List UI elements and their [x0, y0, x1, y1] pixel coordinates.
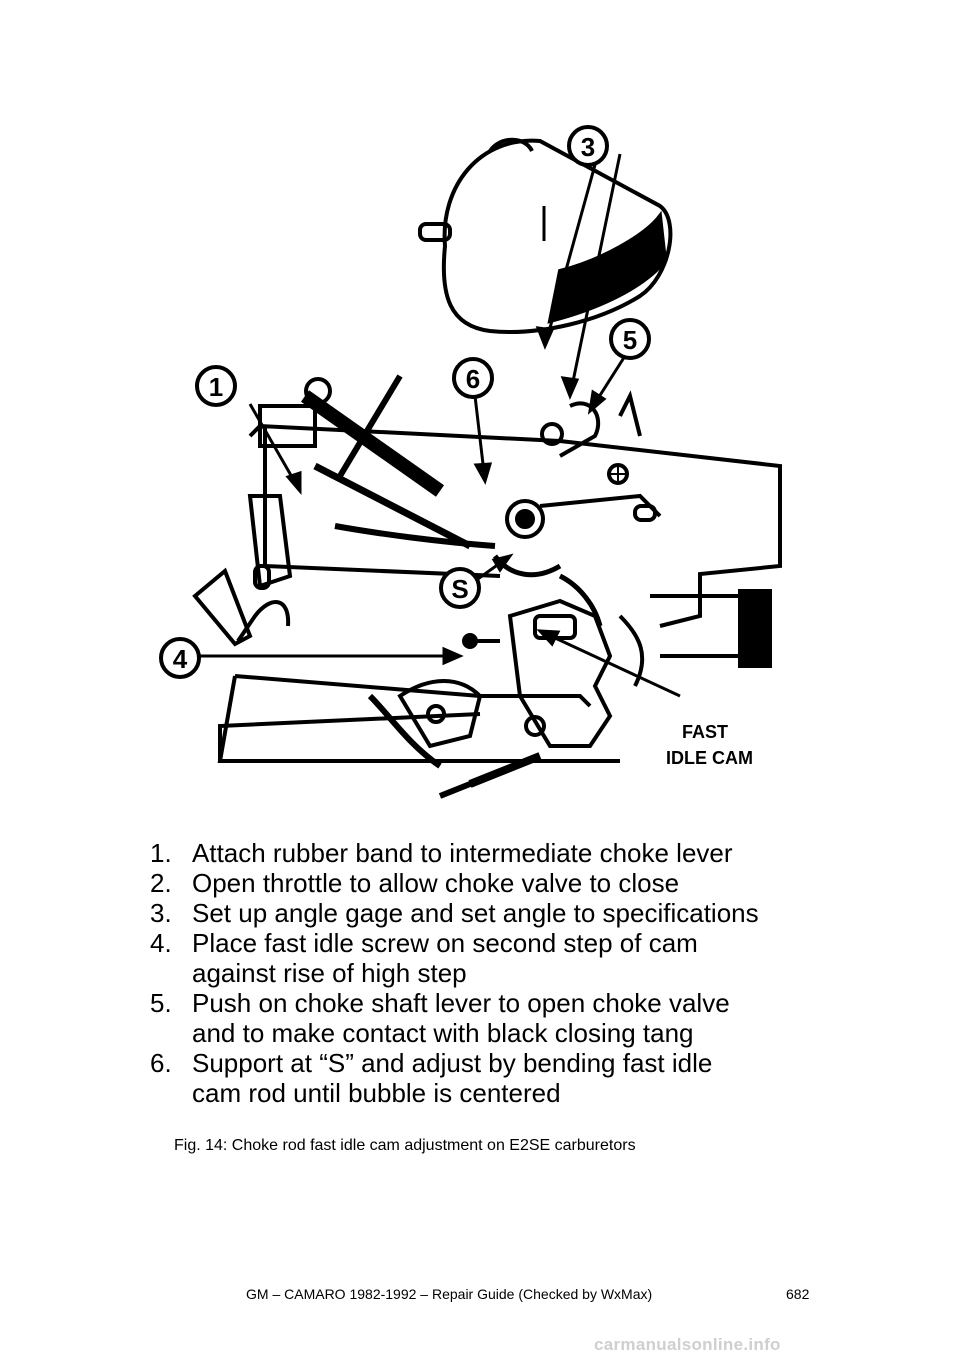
step-6-continued: cam rod until bubble is centered — [150, 1078, 830, 1108]
step-text: and to make contact with black closing t… — [192, 1018, 694, 1048]
step-number: 1. — [150, 838, 172, 868]
step-text: Attach rubber band to intermediate choke… — [192, 838, 733, 868]
step-number: 2. — [150, 868, 172, 898]
callout-1-label: 1 — [209, 372, 223, 402]
footer-title: GM – CAMARO 1982-1992 – Repair Guide (Ch… — [246, 1286, 653, 1302]
step-number: 4. — [150, 928, 172, 958]
callout-5-label: 5 — [623, 325, 637, 355]
step-text: Support at “S” and adjust by bending fas… — [192, 1048, 713, 1078]
step-4: 4. Place fast idle screw on second step … — [150, 928, 830, 958]
step-3: 3. Set up angle gage and set angle to sp… — [150, 898, 830, 928]
callout-4-label: 4 — [173, 644, 188, 674]
callout-5: 5 — [609, 318, 651, 360]
idle-cam-label: IDLE CAM — [666, 748, 753, 768]
step-text: Push on choke shaft lever to open choke … — [192, 988, 730, 1018]
figure-14: 3 5 1 6 S 4 FAST IDLE CAM — [140, 96, 830, 1131]
watermark: carmanualsonline.info — [594, 1335, 781, 1354]
step-2: 2. Open throttle to allow choke valve to… — [150, 868, 830, 898]
carburetor-illustration: 3 5 1 6 S 4 FAST IDLE CAM — [159, 125, 782, 799]
angle-gage-drawing — [418, 137, 673, 334]
fast-label: FAST — [682, 722, 728, 742]
figure-caption: Fig. 14: Choke rod fast idle cam adjustm… — [174, 1137, 636, 1154]
step-text: Open throttle to allow choke valve to cl… — [192, 868, 680, 898]
fast-idle-cam-drawing — [367, 573, 645, 799]
step-text: cam rod until bubble is centered — [192, 1078, 561, 1108]
callout-6-label: 6 — [466, 364, 480, 394]
step-1: 1. Attach rubber band to intermediate ch… — [150, 838, 830, 868]
step-text: against rise of high step — [192, 958, 467, 988]
carburetor-body-drawing — [192, 374, 782, 763]
step-number: 6. — [150, 1048, 172, 1078]
callout-s-label: S — [451, 574, 468, 604]
step-number: 5. — [150, 988, 172, 1018]
callout-3-label: 3 — [581, 132, 595, 162]
step-number: 3. — [150, 898, 172, 928]
leader-lines — [198, 153, 681, 698]
callout-4: 4 — [159, 637, 201, 679]
step-4-continued: against rise of high step — [150, 958, 830, 988]
procedure-steps: 1. Attach rubber band to intermediate ch… — [150, 838, 830, 1108]
step-6: 6. Support at “S” and adjust by bending … — [150, 1048, 830, 1078]
step-5: 5. Push on choke shaft lever to open cho… — [150, 988, 830, 1018]
callout-1: 1 — [195, 365, 237, 407]
callout-s: S — [439, 567, 481, 609]
step-text: Place fast idle screw on second step of … — [192, 928, 698, 958]
step-text: Set up angle gage and set angle to speci… — [192, 898, 759, 928]
step-5-continued: and to make contact with black closing t… — [150, 1018, 830, 1048]
callout-3: 3 — [567, 125, 609, 167]
callout-6: 6 — [452, 357, 494, 399]
page-number: 682 — [786, 1286, 810, 1302]
